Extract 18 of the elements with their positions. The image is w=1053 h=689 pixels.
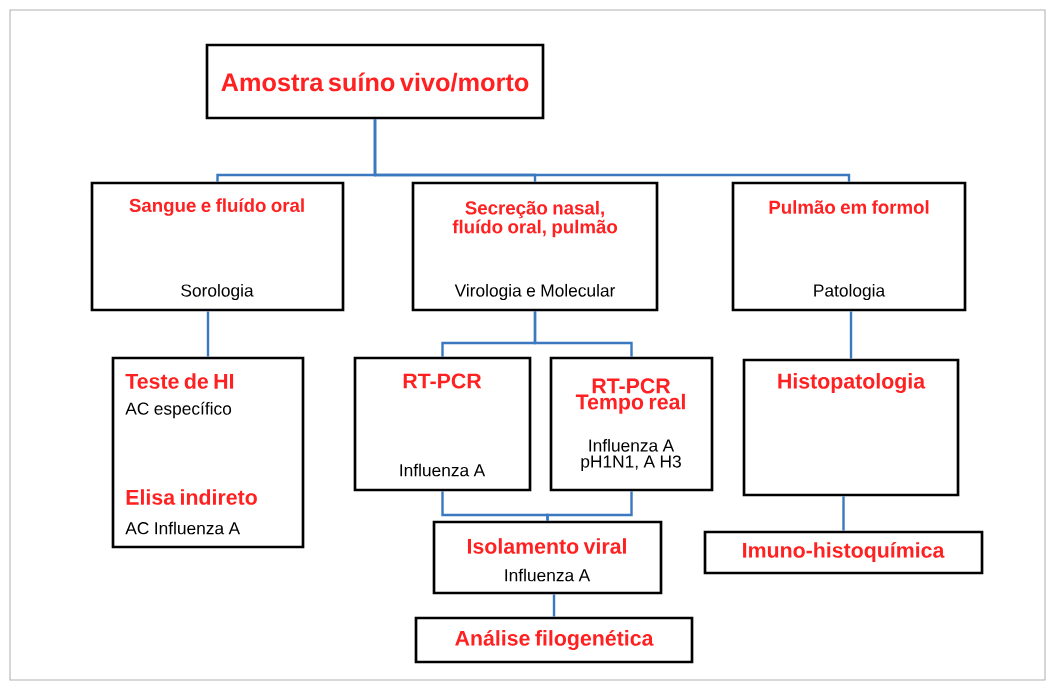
connector bbox=[546, 491, 633, 521]
process-box: Amostra suíno vivo/morto bbox=[205, 43, 545, 120]
process-box: Análise filogenética bbox=[414, 616, 694, 664]
process-box: Pulmão em formol Patologia bbox=[731, 181, 967, 312]
process-box: Secreção nasal, fluído oral, pulmão Virologia e Molecular bbox=[411, 181, 659, 312]
process-box: Teste de HI AC específico Elisa indireto AC Influenza A bbox=[111, 356, 305, 549]
connector bbox=[373, 119, 851, 182]
process-box: Isolamento viral Influenza A bbox=[432, 520, 663, 595]
process-box: Histopatologia bbox=[742, 358, 960, 497]
connector bbox=[552, 594, 556, 617]
connector bbox=[533, 311, 633, 357]
connector bbox=[206, 311, 210, 357]
process-box: RT-PCR Tempo real Influenza A pH1N1, A H3 bbox=[549, 356, 714, 492]
connector bbox=[842, 496, 845, 531]
process-box: Sangue e fluído oral Sorologia bbox=[90, 181, 345, 312]
process-box: RT-PCR Influenza A bbox=[353, 356, 532, 492]
process-box: Imuno-histoquímica bbox=[703, 530, 984, 575]
connector bbox=[849, 311, 853, 359]
